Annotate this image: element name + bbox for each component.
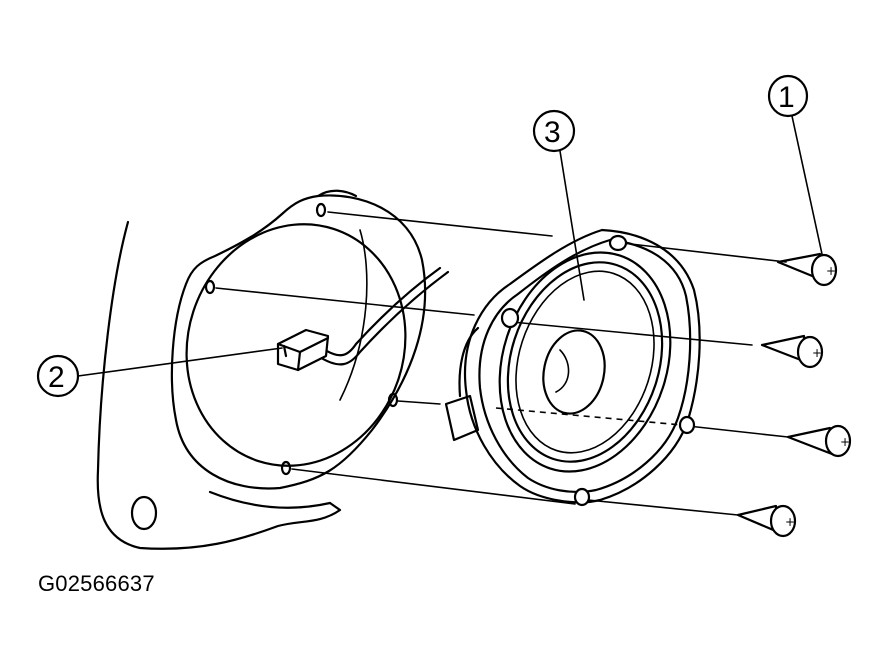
mounting-bracket bbox=[170, 189, 427, 490]
figure-id: G02566637 bbox=[38, 571, 155, 596]
callout-label: 3 bbox=[544, 116, 561, 149]
svg-text:+: + bbox=[812, 346, 822, 360]
speaker-tab-hole bbox=[608, 234, 628, 252]
svg-text:+: + bbox=[826, 264, 836, 278]
callout-label: 2 bbox=[48, 361, 65, 394]
bracket-hole bbox=[280, 460, 292, 476]
screw: + bbox=[760, 334, 824, 369]
callout-label: 1 bbox=[778, 81, 795, 114]
speaker-tab-hole bbox=[678, 415, 696, 435]
panel-hole bbox=[130, 495, 158, 531]
screw: + bbox=[776, 252, 838, 287]
bracket-hole bbox=[315, 202, 327, 218]
speaker-tab-hole bbox=[500, 307, 520, 329]
speaker-tab-hole bbox=[573, 487, 591, 507]
connector bbox=[276, 266, 450, 372]
screws: + + + + bbox=[736, 252, 852, 538]
screw: + bbox=[736, 504, 797, 538]
callout-3: 3 bbox=[532, 109, 585, 301]
speaker bbox=[444, 228, 701, 507]
callout-2: 2 bbox=[36, 347, 283, 398]
svg-text:+: + bbox=[840, 435, 850, 449]
alignment-lines bbox=[215, 211, 789, 516]
callout-1: 1 bbox=[767, 74, 823, 255]
svg-text:+: + bbox=[785, 515, 795, 529]
door-panel bbox=[96, 220, 342, 550]
bracket-hole bbox=[387, 392, 399, 408]
bracket-hole bbox=[204, 279, 216, 295]
screw: + bbox=[786, 424, 852, 458]
